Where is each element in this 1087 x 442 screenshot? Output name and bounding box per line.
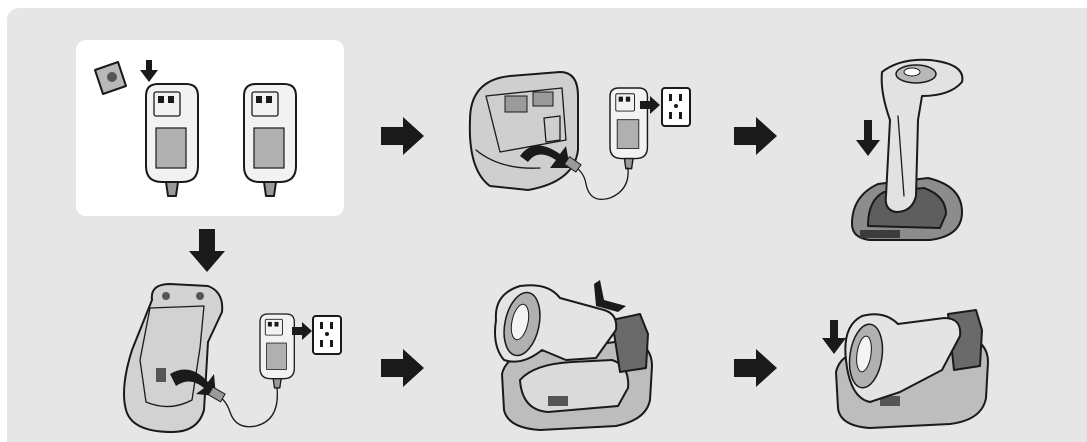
right-arrow-icon	[381, 349, 424, 387]
down-arrow-small-icon	[822, 320, 846, 354]
step-scanner-battery-cable	[470, 72, 690, 199]
wall-outlet-icon	[662, 88, 690, 126]
power-adapter-icon	[244, 84, 296, 196]
right-arrow-small-icon	[292, 322, 312, 340]
slide-arrow-icon	[594, 280, 626, 312]
step-scanner-docked	[822, 310, 988, 428]
down-arrow-icon	[189, 229, 225, 272]
right-arrow-icon	[734, 117, 777, 155]
right-arrow-icon	[734, 349, 777, 387]
power-adapter-icon	[610, 88, 647, 169]
step-scanner-in-cradle	[852, 60, 962, 240]
scanner-base-icon	[470, 72, 578, 190]
step-scanner-slide-in	[495, 280, 652, 430]
wall-outlet-icon	[313, 316, 341, 354]
power-adapter-icon	[146, 84, 198, 196]
down-arrow-small-icon	[856, 120, 880, 156]
cradle-underside-icon	[124, 284, 222, 432]
right-arrow-icon	[381, 117, 424, 155]
power-adapter-icon	[260, 314, 294, 388]
step-cradle-cable	[124, 284, 341, 432]
